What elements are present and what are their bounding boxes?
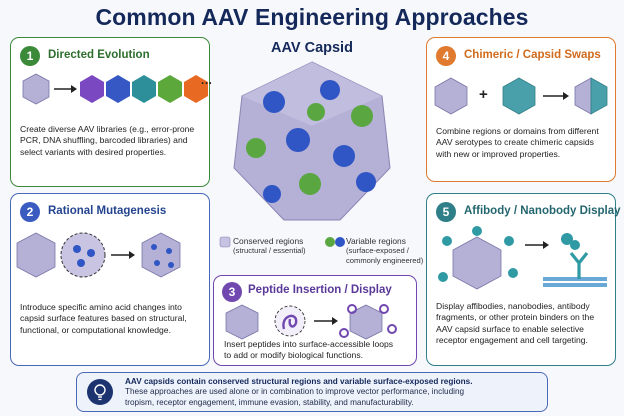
panel-title-peptide: Peptide Insertion / Display [248, 284, 392, 296]
chimeric-illustration [434, 77, 608, 115]
peptide-loop-icon [282, 314, 298, 330]
more-variants-ellipsis: ··· [201, 78, 213, 90]
panel-title-affibody: Affibody / Nanobody Display [464, 205, 621, 217]
magnifier-icon [60, 232, 106, 278]
plus-sign: + [479, 86, 488, 103]
panel-desc-rational: Introduce specific amino acid changes in… [20, 302, 187, 335]
capsid-legend-swatches [219, 236, 345, 248]
legend-swatch-variable-blue [335, 237, 345, 247]
panel-title-rational: Rational Mutagenesis [48, 205, 167, 217]
arrow-right-icon [525, 241, 549, 249]
step-number-2: 2 [20, 202, 40, 222]
panel-title-chimeric: Chimeric / Capsid Swaps [464, 49, 601, 61]
capsid-icon [452, 236, 502, 290]
directed-evolution-library-illustration [22, 73, 208, 105]
panel-peptide-insertion: 3 Peptide Insertion / Display Insert pep… [213, 275, 417, 366]
capsid-icon [233, 61, 391, 221]
variant-capsid-green-icon [158, 75, 182, 103]
panel-affibody-nanobody: 5 Affibody / Nanobody Display Display af… [426, 193, 621, 366]
affibody-display-illustration [438, 226, 607, 290]
footer-text: AAV capsids contain conserved structural… [125, 377, 473, 407]
serotype-a-capsid-icon [434, 77, 468, 115]
variant-capsid-purple-icon [80, 75, 104, 103]
step-number-4: 4 [436, 46, 456, 66]
panel-desc-directed: Create diverse AAV libraries (e.g., erro… [20, 124, 195, 157]
variant-capsid-orange-icon [184, 75, 208, 103]
step-number-5: 5 [436, 202, 456, 222]
panel-directed-evolution: 1 Directed Evolution ··· Create diverse … [10, 37, 213, 187]
peptide-insertion-illustration [225, 304, 397, 340]
capsid-icon [16, 232, 56, 278]
capsid-icon [225, 304, 259, 340]
chimeric-capsid-icon [574, 77, 608, 115]
arrow-right-icon [314, 317, 338, 325]
panel-chimeric: 4 Chimeric / Capsid Swaps + Combine regi… [426, 37, 616, 182]
panel-rational-mutagenesis: 2 Rational Mutagenesis Introduce specifi… [10, 193, 210, 366]
capsid-title: AAV Capsid [271, 40, 353, 56]
panel-desc-affibody: Display affibodies, nanobodies, antibody… [436, 301, 595, 346]
serotype-b-capsid-icon [502, 77, 536, 115]
legend-swatch-variable-green [325, 237, 335, 247]
aav-capsid-illustration [233, 61, 391, 221]
membrane-receptor-icon [543, 252, 607, 287]
panel-title-directed: Directed Evolution [48, 49, 150, 61]
peptide-capsid-icon [339, 304, 397, 340]
step-number-3: 3 [222, 282, 242, 302]
page-title: Common AAV Engineering Approaches [95, 4, 529, 30]
legend-variable: Variable regions (surface-exposed / comm… [346, 236, 424, 265]
arrow-right-icon [54, 85, 77, 93]
variant-capsid-blue-icon [106, 75, 130, 103]
nanobody-icon [561, 233, 580, 250]
footer-summary: AAV capsids contain conserved structural… [76, 372, 548, 412]
legend-conserved: Conserved regions (structural / essentia… [233, 236, 306, 256]
legend-swatch-conserved [219, 236, 231, 248]
panel-desc-peptide: Insert peptides into surface-accessible … [224, 339, 394, 361]
step-number-1: 1 [20, 46, 40, 66]
arrow-right-icon [543, 92, 569, 100]
wildtype-capsid-icon [22, 73, 50, 105]
arrow-right-icon [111, 251, 135, 259]
panel-desc-chimeric: Combine regions or domains from differen… [436, 126, 599, 159]
lightbulb-icon [87, 379, 113, 405]
nanobody-icon [438, 226, 518, 282]
rational-mutagenesis-illustration [16, 232, 181, 278]
mutated-capsid-icon [141, 232, 181, 278]
variant-capsid-teal-icon [132, 75, 156, 103]
